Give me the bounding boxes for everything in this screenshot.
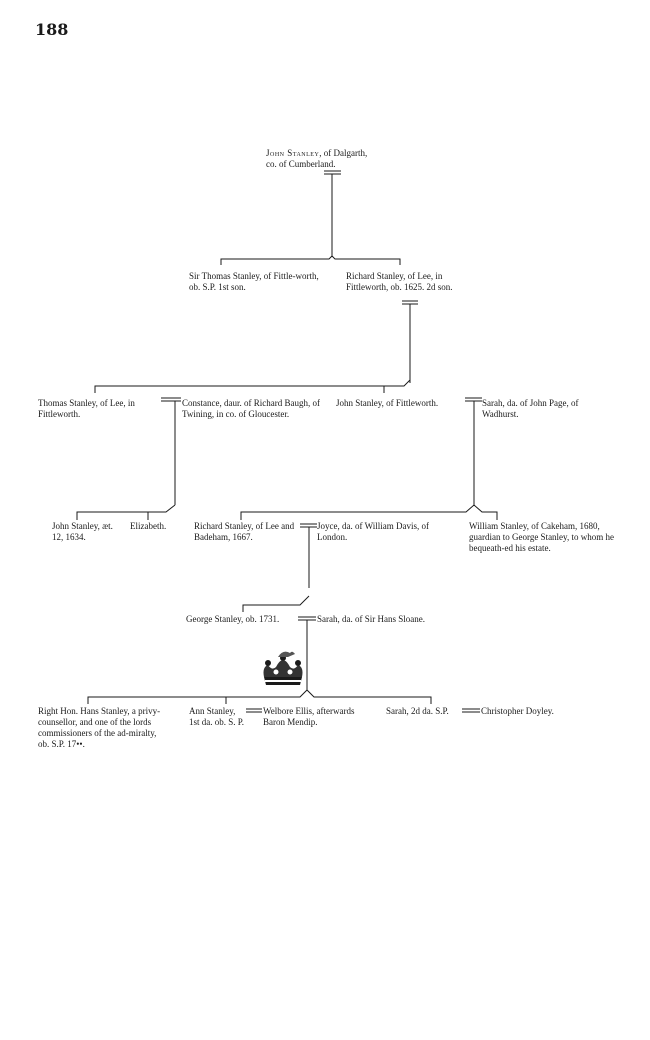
person-john-stanley-fittleworth: John Stanley, of Fittleworth. <box>336 398 439 408</box>
person-ann-stanley: Ann Stanley, 1st da. ob. S. P. <box>189 706 245 727</box>
person-welbore-ellis: Welbore Ellis, afterwards Baron Mendip. <box>263 706 355 727</box>
person-thomas-stanley-lee: Thomas Stanley, of Lee, in Fittleworth. <box>38 398 135 419</box>
person-elizabeth: Elizabeth. <box>130 521 167 531</box>
person-william-stanley-cakeham: William Stanley, of Cakeham, 1680, guard… <box>469 521 614 553</box>
person-constance-baugh: Constance, daur. of Richard Baugh, of Tw… <box>182 398 320 419</box>
person-sir-thomas-stanley: Sir Thomas Stanley, of Fittle-worth, ob.… <box>189 271 319 292</box>
person-joyce-davis: Joyce, da. of William Davis, of London. <box>317 521 429 542</box>
person-sarah-page: Sarah, da. of John Page, of Wadhurst. <box>482 398 579 419</box>
person-john-stanley-dalgarth: John Stanley, of Dalgarth, <box>266 148 368 158</box>
person-john-stanley-dalgarth-place: co. of Cumberland. <box>266 159 336 169</box>
person-sarah-sloane: Sarah, da. of Sir Hans Sloane. <box>317 614 425 624</box>
person-george-stanley: George Stanley, ob. 1731. <box>186 614 280 624</box>
person-hans-stanley: Right Hon. Hans Stanley, a privy-counsel… <box>38 706 161 749</box>
person-sarah-stanley-2d: Sarah, 2d da. S.P. <box>386 706 449 716</box>
person-richard-stanley-lee: Richard Stanley, of Lee, in Fittleworth,… <box>346 271 453 292</box>
person-john-stanley-1634: John Stanley, æt. 12, 1634. <box>52 521 113 542</box>
coronet-crest-icon <box>263 651 303 685</box>
page-number: 188 <box>35 20 69 39</box>
person-richard-stanley-badeham: Richard Stanley, of Lee and Badeham, 166… <box>194 521 295 542</box>
person-christopher-doyley: Christopher Doyley. <box>481 706 554 716</box>
